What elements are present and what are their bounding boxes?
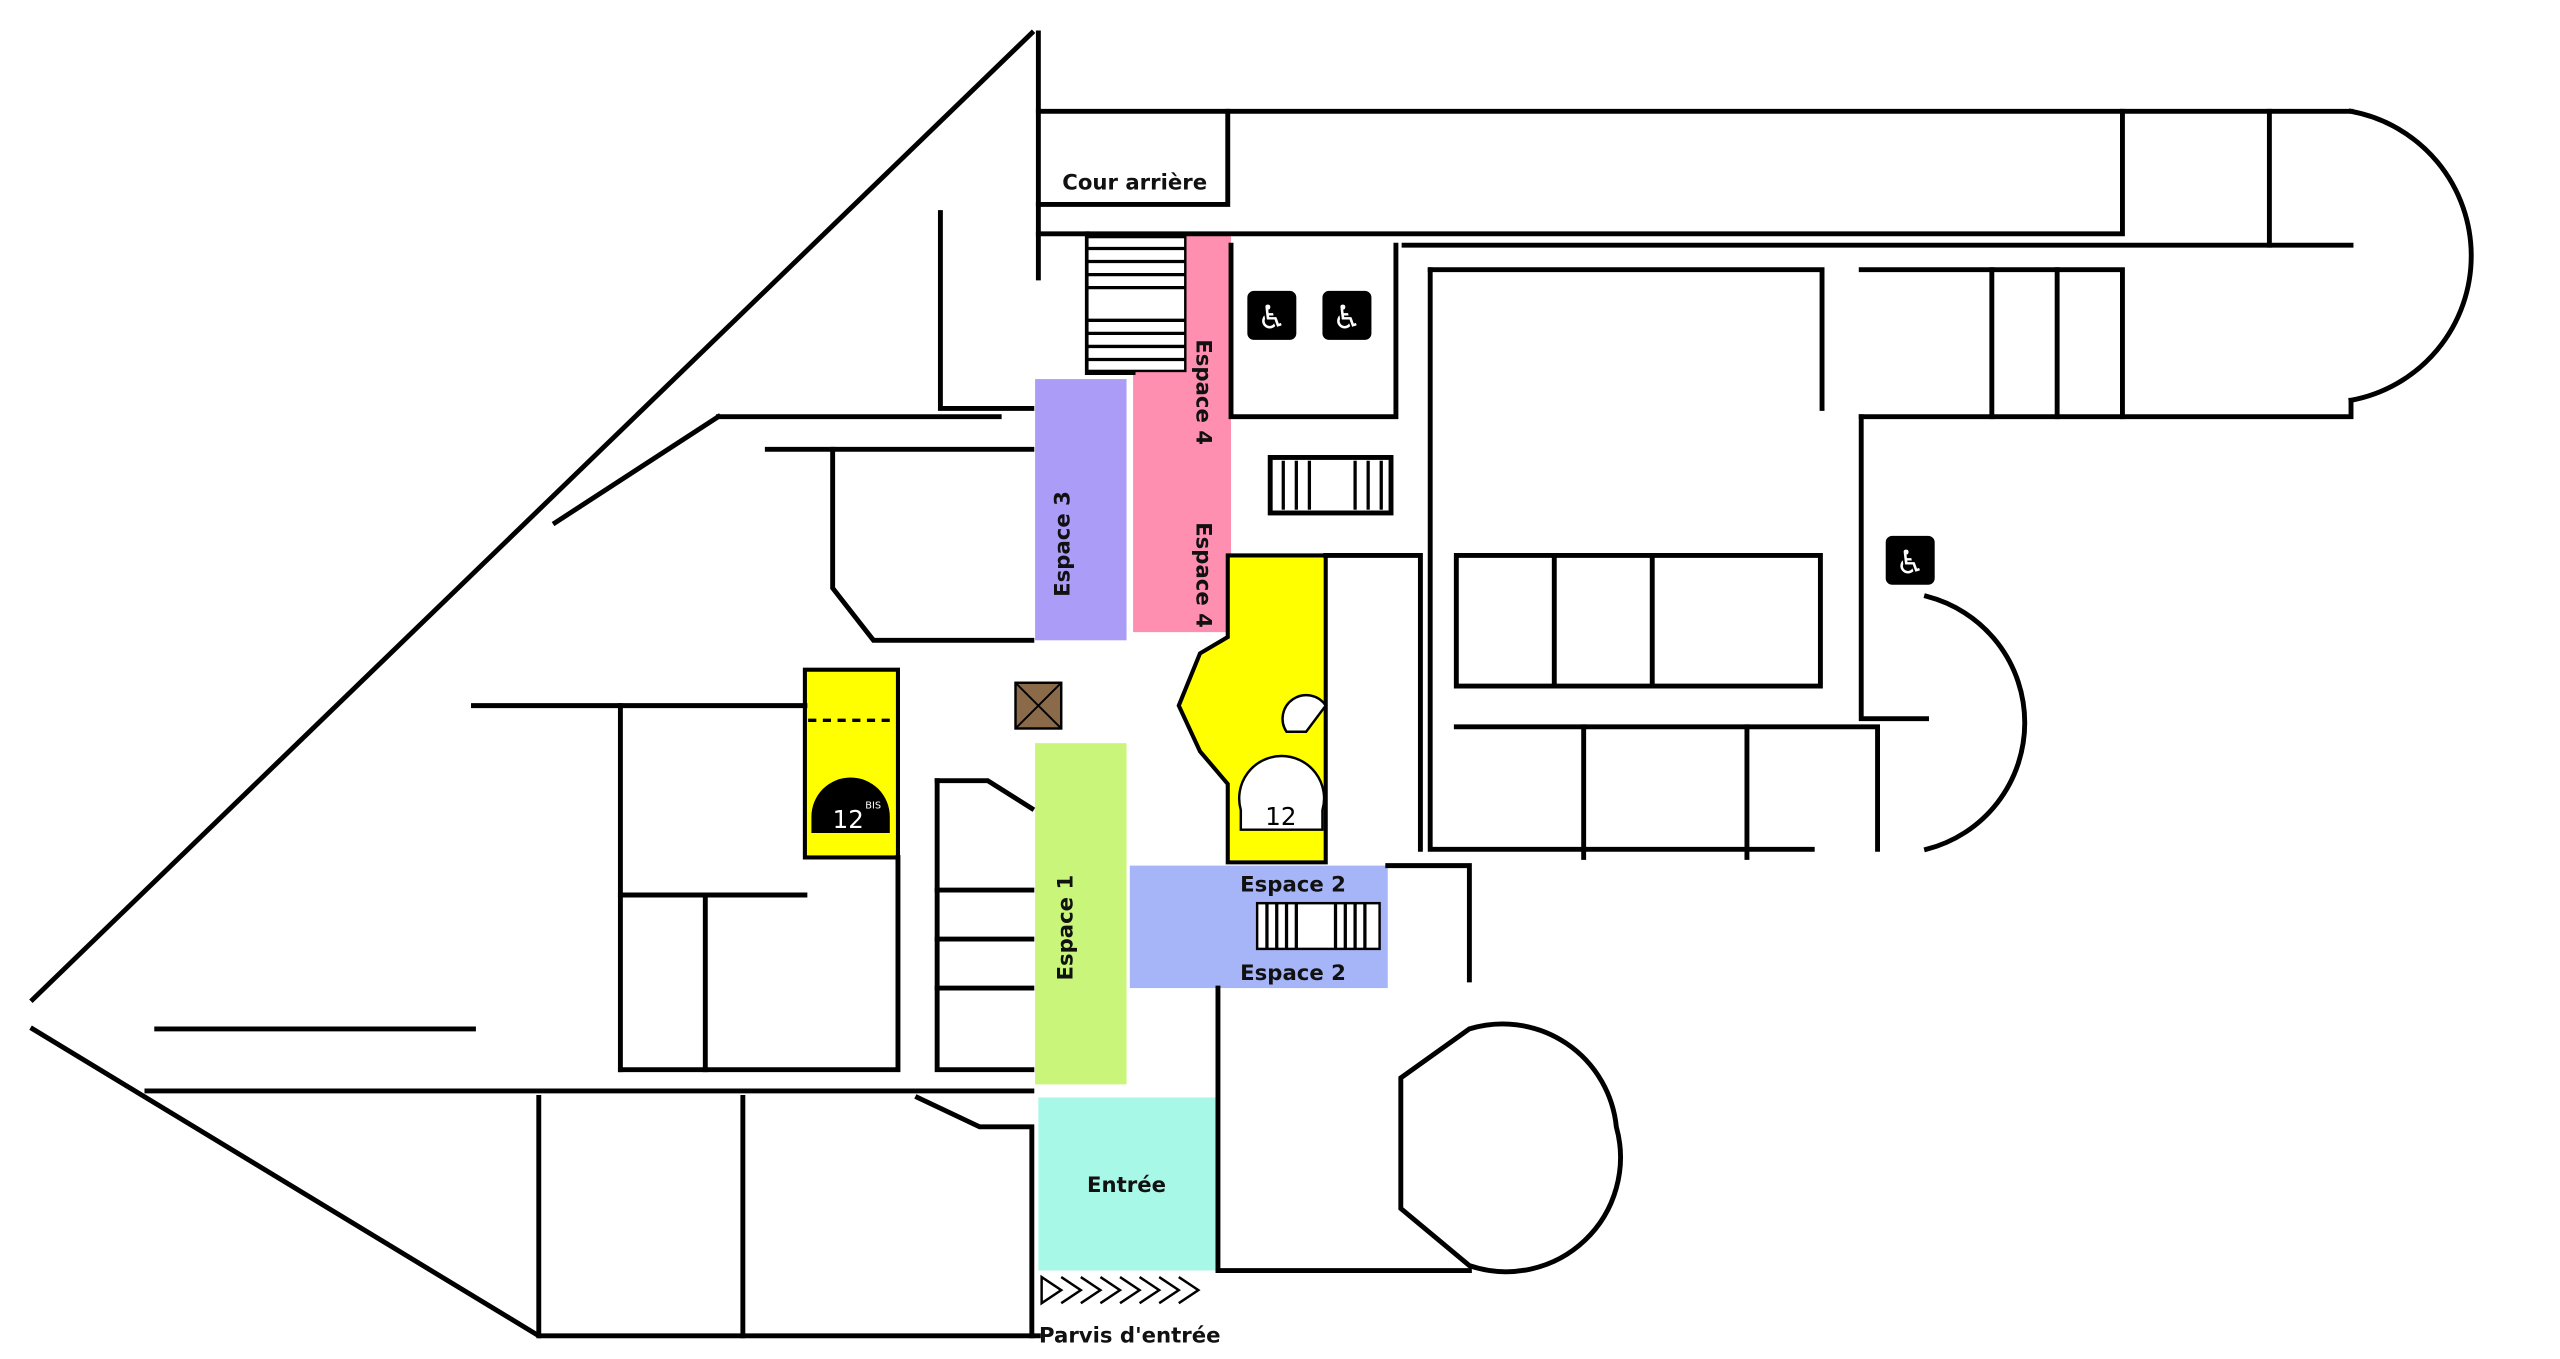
wheelchair-icon: ♿ <box>1322 290 1372 340</box>
entrance-doors <box>1040 1274 1201 1306</box>
wheelchair-icon: ♿ <box>1247 290 1297 340</box>
room12-label: 12 <box>1265 802 1296 831</box>
room12bis-sup: BIS <box>865 800 881 811</box>
svg-text:♿: ♿ <box>1896 543 1925 581</box>
room12bis-label: 12 <box>833 805 864 834</box>
zone-espace3[interactable] <box>1035 379 1127 641</box>
label-espace2-bottom: Espace 2 <box>1240 961 1346 986</box>
label-entree: Entrée <box>1087 1173 1166 1198</box>
label-espace3: Espace 3 <box>1050 491 1075 597</box>
spiral-stair-icon <box>811 693 1328 833</box>
walls <box>29 29 2474 1339</box>
label-cour-arriere: Cour arrière <box>1062 171 1207 196</box>
label-espace1: Espace 1 <box>1054 875 1079 981</box>
svg-text:♿: ♿ <box>1257 298 1286 336</box>
zone-entree[interactable] <box>1038 1097 1218 1271</box>
label-parvis: Parvis d'entrée <box>1039 1323 1220 1348</box>
label-espace4-top: Espace 4 <box>1191 339 1216 445</box>
zone-espace1[interactable] <box>1035 743 1127 1085</box>
wheelchair-icon: ♿ <box>1885 535 1935 585</box>
svg-text:♿: ♿ <box>1332 298 1361 336</box>
label-espace4-bottom: Espace 4 <box>1191 522 1216 628</box>
label-espace2-top: Espace 2 <box>1240 873 1346 898</box>
stairs-icon <box>1086 235 1383 951</box>
